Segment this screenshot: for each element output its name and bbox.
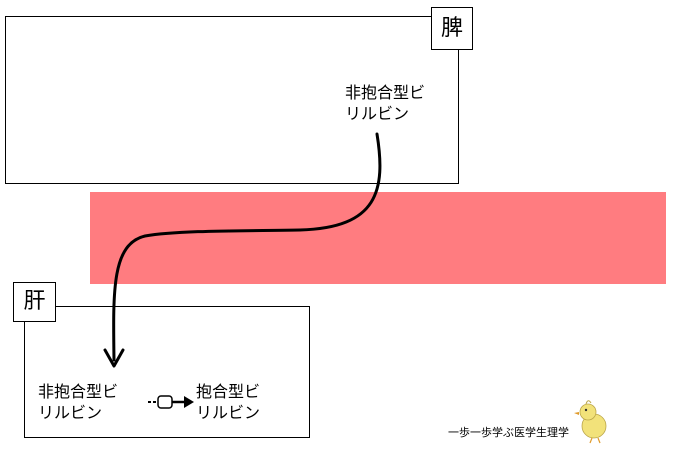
liver-conjugated-bilirubin: 抱合型ビ リルビン xyxy=(196,381,260,423)
blood-band xyxy=(90,192,666,284)
spleen-bilirubin-line1: 非抱合型ビ xyxy=(345,83,426,102)
liver-box xyxy=(24,306,310,438)
liver-conjugated-line1: 抱合型ビ xyxy=(196,382,261,401)
transport-arrowhead-icon xyxy=(103,348,125,368)
transport-curve xyxy=(112,132,382,362)
liver-unconjugated-line1: 非抱合型ビ xyxy=(38,382,119,401)
spleen-unconjugated-bilirubin: 非抱合型ビ リルビン xyxy=(345,82,425,124)
chick-mascot-icon xyxy=(574,400,607,444)
spleen-box xyxy=(5,16,459,184)
liver-label: 肝 xyxy=(13,282,56,322)
footer-credit: 一歩一歩学ぶ医学生理学 xyxy=(448,426,569,439)
spleen-label: 脾 xyxy=(431,7,473,50)
liver-conjugated-line2: リルビン xyxy=(196,403,261,422)
spleen-bilirubin-line2: リルビン xyxy=(345,104,410,123)
liver-unconjugated-line2: リルビン xyxy=(38,403,103,422)
liver-unconjugated-bilirubin: 非抱合型ビ リルビン xyxy=(38,381,118,423)
